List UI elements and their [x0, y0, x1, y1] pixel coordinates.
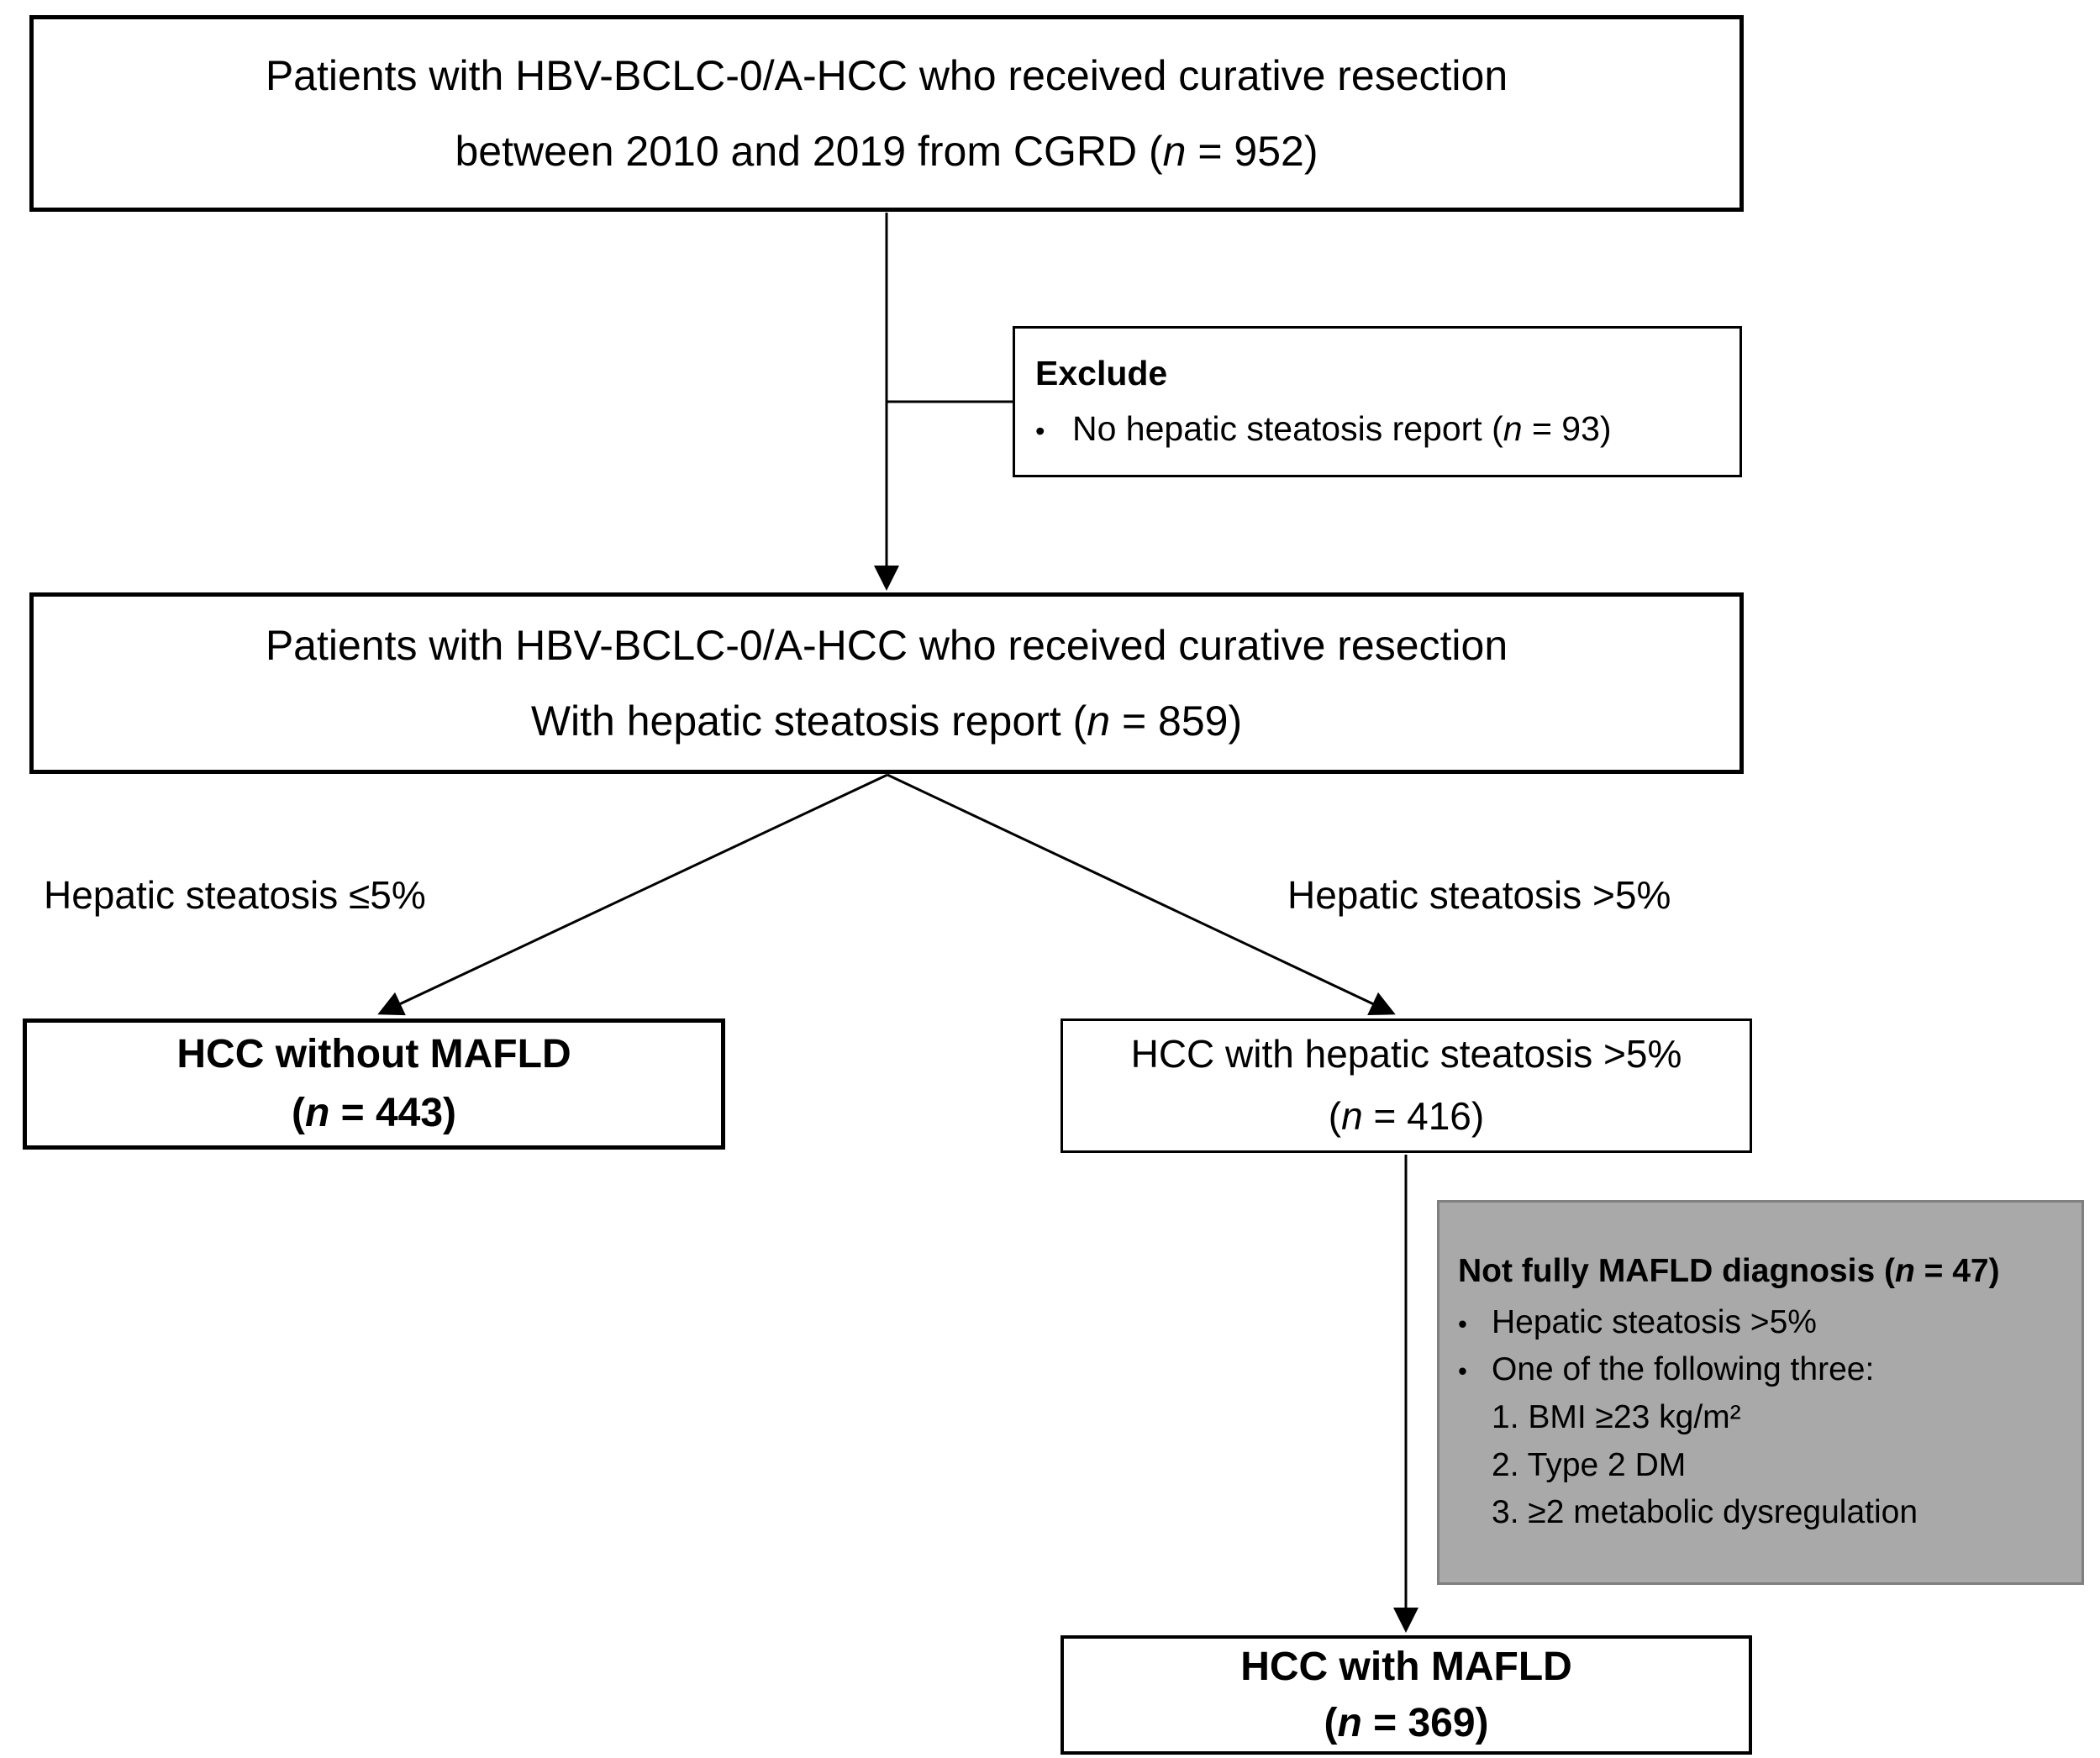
hcc-without-mafld-line1: HCC without MAFLD [176, 1032, 571, 1077]
not-fully-mafld-box: Not fully MAFLD diagnosis (n = 47) • Hep… [1437, 1200, 2084, 1585]
exclude-item-row: • No hepatic steatosis report (n = 93) [1035, 402, 1612, 457]
arrow-branch-right [887, 773, 1396, 1016]
exclude-box: Exclude • No hepatic steatosis report (n… [1013, 326, 1742, 477]
bullet-icon: • [1035, 415, 1045, 446]
branch-label-steatosis-high: Hepatic steatosis >5% [1287, 873, 1671, 917]
not-fully-bullet-row: • Hepatic steatosis >5% [1458, 1299, 1817, 1347]
hcc-steatosis-line1: HCC with hepatic steatosis >5% [1130, 1032, 1682, 1076]
not-fully-criterion-2: 2. Type 2 DM [1492, 1446, 1687, 1483]
hcc-without-mafld-count: (n = 443) [291, 1091, 457, 1135]
hcc-steatosis-count: (n = 416) [1328, 1094, 1485, 1138]
bullet-icon: • [1458, 1356, 1467, 1387]
with-report-line1: Patients with HBV-BCLC-0/A-HCC who recei… [265, 622, 1508, 669]
source-line2: between 2010 and 2019 from CGRD (n = 952… [455, 128, 1318, 175]
exclude-title: Exclude [1035, 354, 1168, 393]
hcc-with-mafld-line1: HCC with MAFLD [1240, 1644, 1572, 1689]
source-population-box: Patients with HBV-BCLC-0/A-HCC who recei… [29, 15, 1744, 212]
not-fully-bullet-row: • One of the following three: [1458, 1346, 1874, 1394]
hcc-steatosis-box: HCC with hepatic steatosis >5% (n = 416) [1061, 1018, 1752, 1153]
arrow-branch-left [377, 773, 888, 1016]
not-fully-criterion-3: 3. ≥2 metabolic dysregulation [1492, 1494, 1918, 1531]
not-fully-criterion-1: 1. BMI ≥23 kg/m² [1492, 1399, 1741, 1435]
hcc-with-mafld-box: HCC with MAFLD (n = 369) [1061, 1635, 1752, 1755]
branch-label-steatosis-low: Hepatic steatosis ≤5% [44, 873, 426, 917]
hcc-without-mafld-box: HCC without MAFLD (n = 443) [23, 1018, 725, 1150]
source-line1: Patients with HBV-BCLC-0/A-HCC who recei… [265, 52, 1508, 99]
bullet-icon: • [1458, 1308, 1467, 1339]
not-fully-mafld-title: Not fully MAFLD diagnosis (n = 47) [1458, 1253, 2000, 1290]
exclude-item: No hepatic steatosis report (n = 93) [1072, 409, 1612, 448]
hcc-with-mafld-count: (n = 369) [1324, 1701, 1489, 1745]
with-report-line2: With hepatic steatosis report (n = 859) [530, 697, 1243, 745]
with-report-box: Patients with HBV-BCLC-0/A-HCC who recei… [29, 592, 1744, 774]
not-fully-bullet-1: Hepatic steatosis >5% [1492, 1303, 1817, 1340]
not-fully-bullet-2: One of the following three: [1492, 1351, 1875, 1388]
